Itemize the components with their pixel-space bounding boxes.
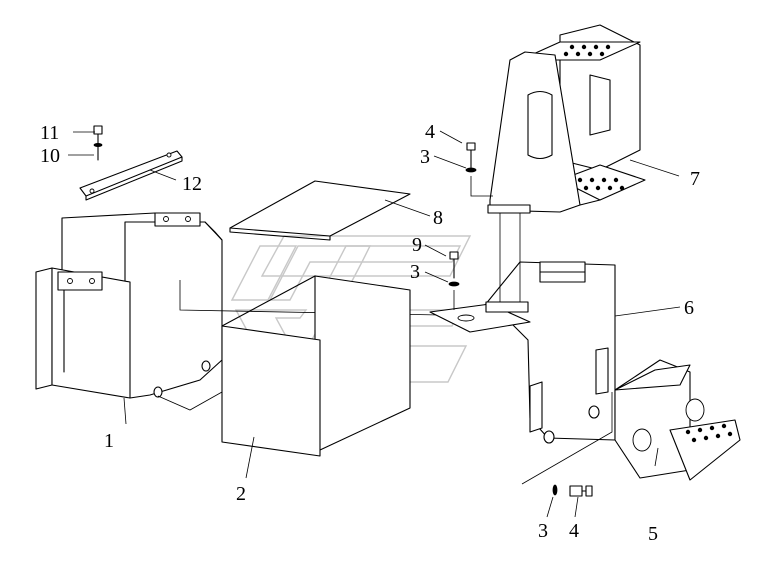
label-part-9: 9 bbox=[412, 234, 422, 256]
step-holes-lower bbox=[685, 423, 733, 443]
part-6-bracket bbox=[429, 210, 616, 444]
part-12-strap bbox=[79, 150, 183, 201]
label-part-10: 10 bbox=[40, 145, 60, 167]
label-part-3-mid: 3 bbox=[410, 261, 420, 283]
part-labels: 1 2 11 10 12 8 4 3 9 3 7 6 3 4 5 bbox=[40, 121, 700, 545]
part-2-center-cover bbox=[221, 275, 411, 457]
label-part-6: 6 bbox=[684, 297, 694, 319]
label-part-5: 5 bbox=[648, 523, 658, 545]
part-10-washer bbox=[93, 142, 103, 147]
label-part-4-top: 4 bbox=[425, 121, 435, 143]
part-5-lower-step bbox=[521, 359, 741, 485]
fastener-bolt-4-bottom bbox=[552, 484, 593, 497]
fastener-bolt-4-top bbox=[465, 142, 493, 197]
label-part-3-bottom: 3 bbox=[538, 520, 548, 542]
part-1-left-cover bbox=[35, 212, 441, 411]
leader-lines bbox=[68, 130, 681, 518]
label-part-1: 1 bbox=[104, 430, 114, 452]
label-part-8: 8 bbox=[433, 207, 443, 229]
label-part-12: 12 bbox=[182, 173, 202, 195]
label-part-4-bottom: 4 bbox=[569, 520, 579, 542]
label-part-7: 7 bbox=[690, 168, 700, 190]
fastener-bolt-9 bbox=[448, 251, 460, 310]
step-holes-upper bbox=[563, 44, 625, 191]
label-part-2: 2 bbox=[236, 483, 246, 505]
label-part-11: 11 bbox=[40, 122, 59, 144]
label-part-3-top: 3 bbox=[420, 146, 430, 168]
part-7-upper-step bbox=[487, 24, 646, 214]
part-8-plate bbox=[229, 180, 411, 241]
